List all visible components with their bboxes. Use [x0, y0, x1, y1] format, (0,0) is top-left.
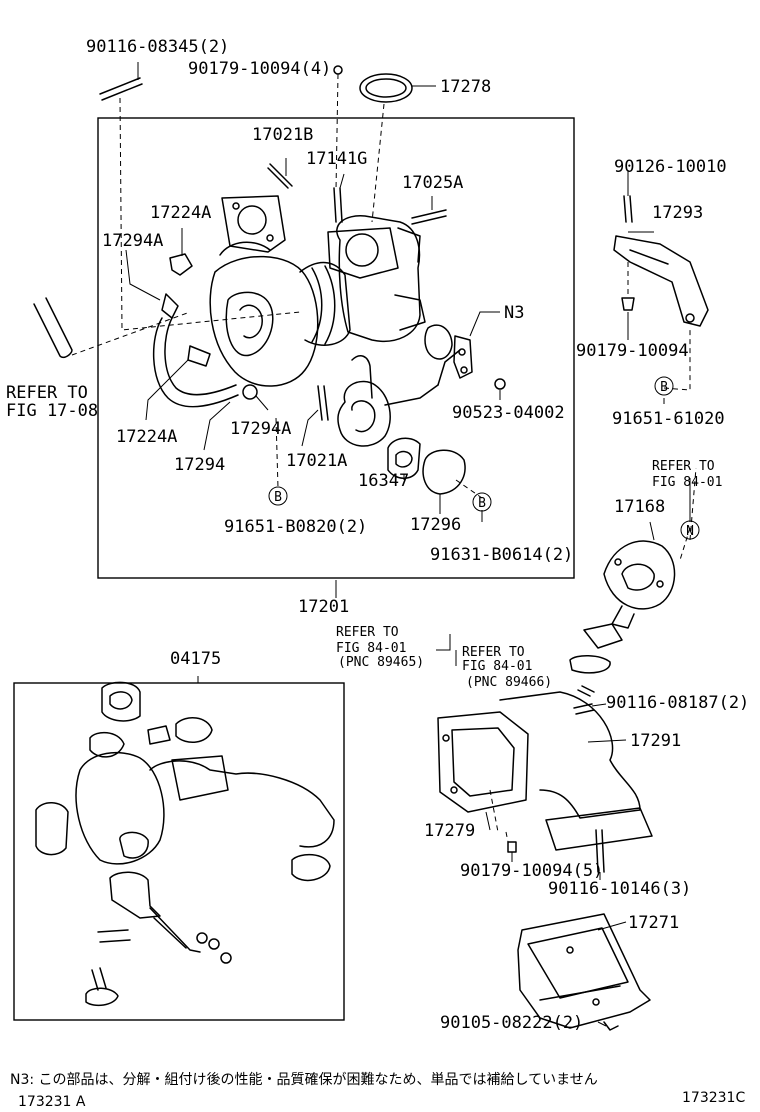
footnote-text: N3: この部品は、分解・組付け後の性能・品質確保が困難なため、単品では補給して…: [10, 1072, 598, 1088]
label-17279: 17279: [424, 821, 475, 841]
label-90105-08222: 90105-08222(2): [440, 1013, 583, 1033]
leader-lines: [125, 62, 691, 1027]
label-refer-84-01-low-line1: REFER TO: [462, 645, 525, 660]
turbo-assembly-box: [97, 117, 575, 579]
label-17291: 17291: [630, 731, 681, 751]
label-17141g: 17141G: [306, 149, 367, 169]
stud-90116-08345: [99, 77, 143, 101]
label-17294a-left: 17294A: [102, 231, 163, 251]
label-90179-10094-4: 90179-10094(4): [188, 59, 331, 79]
svg-text:N: N: [686, 524, 694, 539]
label-16347: 16347: [358, 471, 409, 491]
label-90126-10010: 90126-10010: [614, 157, 727, 177]
label-refer-17-08-line1: REFER TO: [6, 383, 88, 403]
heat-shield-17271: [517, 913, 651, 1031]
label-17021a: 17021A: [286, 451, 347, 471]
exhaust-flange-17168: [569, 467, 697, 697]
label-90523-04002: 90523-04002: [452, 403, 565, 423]
label-refer-17-08-line2: FIG 17-08: [6, 401, 98, 421]
label-17271: 17271: [628, 913, 679, 933]
label-17294: 17294: [174, 455, 225, 475]
label-17224a-top: 17224A: [150, 203, 211, 223]
gasket-kit-box: [13, 682, 345, 1021]
label-17278: 17278: [440, 77, 491, 97]
marker-b-mid: B: [472, 492, 492, 512]
label-17224a-bottom: 17224A: [116, 427, 177, 447]
label-n3: N3: [504, 303, 524, 323]
footnote-code-left: 173231 A: [18, 1094, 86, 1110]
label-91631-b0614: 91631-B0614(2): [430, 545, 573, 565]
label-04175: 04175: [170, 649, 221, 669]
svg-text:B: B: [478, 496, 486, 511]
label-17294a-bottom: 17294A: [230, 419, 291, 439]
label-90116-08187: 90116-08187(2): [606, 693, 749, 713]
gasket-kit-04175: [35, 681, 335, 1007]
label-90179-10094-5: 90179-10094(5): [460, 861, 603, 881]
turbocharger-assembly: [33, 163, 506, 495]
label-refer-84-01-low-line2: FIG 84-01: [462, 659, 532, 674]
label-17201: 17201: [298, 597, 349, 617]
label-17293: 17293: [652, 203, 703, 223]
label-90116-10146: 90116-10146(3): [548, 879, 691, 899]
label-refer-84-01-mid-line1: REFER TO: [336, 625, 399, 640]
label-17168: 17168: [614, 497, 665, 517]
label-refer-84-01-top-line1: REFER TO: [652, 459, 715, 474]
label-17021b: 17021B: [252, 125, 313, 145]
marker-b-left: B: [268, 486, 288, 506]
label-91651-b0820: 91651-B0820(2): [224, 517, 367, 537]
marker-n: N: [680, 520, 700, 540]
gasket-17278: [359, 73, 413, 103]
svg-text:B: B: [660, 380, 668, 395]
footnote-code-right: 173231C: [682, 1090, 745, 1106]
label-90116-08345: 90116-08345(2): [86, 37, 229, 57]
label-91651-61020: 91651-61020: [612, 409, 725, 429]
label-pnc-89465: (PNC 89465): [338, 655, 424, 670]
svg-text:B: B: [274, 490, 282, 505]
label-refer-84-01-mid-line2: FIG 84-01: [336, 641, 406, 656]
label-pnc-89466: (PNC 89466): [466, 675, 552, 690]
bracket-17293: [613, 195, 709, 391]
label-90179-10094-right: 90179-10094: [576, 341, 689, 361]
label-17296: 17296: [410, 515, 461, 535]
label-refer-84-01-top-line2: FIG 84-01: [652, 475, 722, 490]
marker-b-right: B: [654, 376, 674, 396]
label-17025a: 17025A: [402, 173, 463, 193]
outlet-elbow-17291: [437, 691, 653, 873]
